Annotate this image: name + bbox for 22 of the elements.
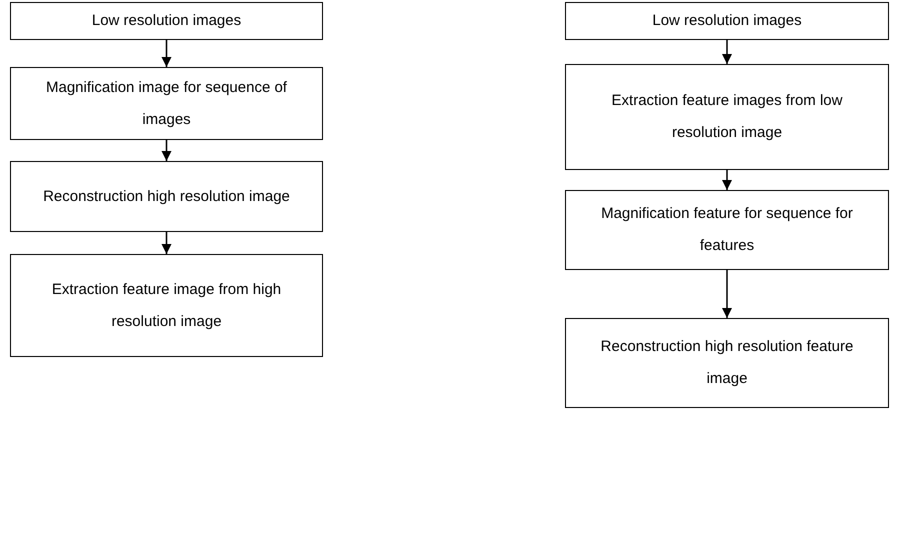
- process-box: [565, 64, 889, 170]
- box-label: Low resolution images: [651, 11, 803, 31]
- box-label: Extraction feature image from high resolution image: [50, 280, 282, 332]
- process-box: [10, 161, 323, 232]
- arrow: [162, 40, 172, 67]
- process-box: [10, 254, 323, 357]
- process-box: [10, 67, 323, 140]
- arrow: [722, 40, 732, 64]
- arrow: [722, 270, 732, 318]
- process-box: [10, 2, 323, 40]
- box-label: Extraction feature images from low resolution image: [610, 91, 844, 143]
- box-label: Magnification feature for sequence for features: [600, 204, 854, 256]
- box-label: Reconstruction high resolution feature image: [600, 337, 854, 389]
- arrow: [162, 140, 172, 161]
- arrow: [162, 232, 172, 254]
- box-label: Magnification image for sequence of images: [45, 78, 288, 130]
- box-label: Low resolution images: [90, 11, 242, 31]
- process-box: [565, 2, 889, 40]
- process-box: [565, 190, 889, 270]
- arrow: [722, 170, 732, 190]
- process-box: [565, 318, 889, 408]
- box-label: Reconstruction high resolution image: [42, 186, 291, 206]
